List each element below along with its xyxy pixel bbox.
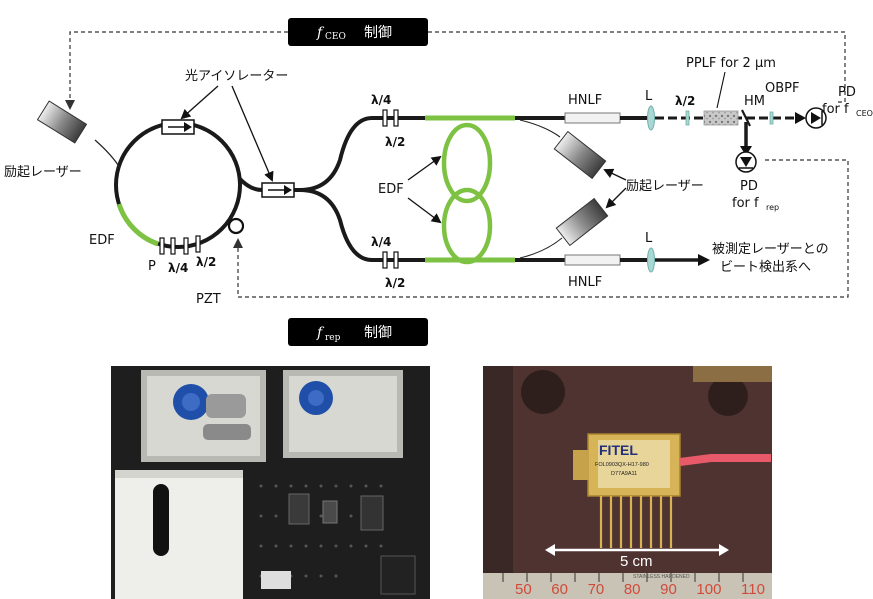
frep-control-label: 制御 bbox=[364, 325, 392, 341]
pd-rep-label: PD bbox=[740, 179, 758, 194]
ruler-number: 50 bbox=[515, 581, 532, 598]
hwp-top-icon bbox=[393, 109, 399, 127]
ring-waveplates bbox=[159, 235, 201, 255]
hnlf-bottom-label: HNLF bbox=[568, 275, 602, 290]
obpf-icon bbox=[769, 111, 774, 125]
output-label-1: 被測定レーザーとの bbox=[712, 242, 829, 257]
photo-apparatus bbox=[111, 366, 430, 599]
hnlf-bottom-icon bbox=[564, 254, 621, 266]
hwp-bottom-label: λ/2 bbox=[385, 276, 405, 290]
edf-ring-label: EDF bbox=[89, 233, 115, 248]
frep-control-box: f rep 制御 bbox=[288, 318, 428, 346]
ruler-numbers: 50 60 70 80 90 100 110 bbox=[515, 581, 765, 598]
pump-laser-left-label: 励起レーザー bbox=[4, 165, 82, 180]
pd-ceo-sub-label: CEO bbox=[856, 109, 873, 118]
ruler-number: 110 bbox=[741, 581, 765, 598]
pump-laser-left-icon bbox=[36, 100, 88, 144]
lens-top-label: L bbox=[645, 89, 653, 104]
frep-f: f bbox=[316, 325, 325, 341]
pplf-label: PPLF for 2 µm bbox=[686, 56, 776, 71]
pd-rep-sub-label: rep bbox=[766, 203, 779, 212]
obpf-label: OBPF bbox=[765, 81, 799, 96]
optical-frequency-comb-diagram: f CEO 制御 f rep 制御 光アイソレーター P λ/4 λ/ bbox=[4, 18, 873, 346]
frep-sub: rep bbox=[325, 333, 341, 343]
upper-beam-arrow bbox=[795, 112, 806, 124]
chip-serial: D77A9A11 bbox=[611, 471, 638, 477]
pd-ceo-for-label: for f bbox=[822, 102, 849, 117]
pump-right-top-fiber bbox=[519, 119, 561, 138]
ruler-number: 60 bbox=[551, 581, 568, 598]
isolator-ring-icon bbox=[161, 119, 195, 135]
upper-arm-fiber bbox=[299, 116, 425, 192]
hm-mirror-icon bbox=[741, 109, 751, 127]
frep-control-loop bbox=[237, 159, 849, 298]
lens-bottom-label: L bbox=[645, 231, 653, 246]
hm-reflected-arrow bbox=[740, 146, 752, 156]
fceo-sub: CEO bbox=[325, 32, 346, 42]
pump-left-fiber bbox=[94, 139, 121, 169]
frep-loop-arrow bbox=[233, 238, 243, 248]
fceo-f: f bbox=[316, 25, 325, 41]
photo-pump-module: FITEL FOL0903QX-H17-980 D77A9A11 STAINLE… bbox=[483, 366, 772, 599]
output-label-2: ビート検出系へ bbox=[720, 260, 811, 275]
qwp-top-icon bbox=[382, 109, 388, 127]
hwp-right-icon bbox=[685, 110, 690, 126]
lower-arm-fiber bbox=[299, 188, 425, 262]
hm-label: HM bbox=[744, 94, 765, 109]
ruler-number: 70 bbox=[587, 581, 605, 598]
hnlf-top-icon bbox=[564, 112, 621, 124]
pump-right-pointer-1 bbox=[603, 168, 627, 181]
ruler-text: STAINLESS HARDENED bbox=[633, 574, 690, 580]
isolator-label: 光アイソレーター bbox=[185, 69, 288, 84]
pplf-crystal-icon bbox=[703, 110, 739, 126]
polarizer-label: P bbox=[148, 259, 156, 274]
fceo-loop-arrow bbox=[65, 100, 75, 110]
ruler-number: 90 bbox=[660, 581, 677, 598]
pd-ceo-icon bbox=[805, 107, 827, 129]
hwp-right-label: λ/2 bbox=[675, 94, 695, 108]
pplf-pointer bbox=[716, 71, 726, 109]
edf-center-label: EDF bbox=[378, 182, 404, 197]
isolator-pointer-1 bbox=[180, 85, 219, 120]
fceo-control-label: 制御 bbox=[364, 25, 392, 41]
isolator-pointer-2 bbox=[231, 85, 274, 182]
pump-laser-right-bottom-icon bbox=[555, 197, 609, 247]
isolator-output-icon bbox=[261, 182, 295, 198]
hnlf-top-label: HNLF bbox=[568, 93, 602, 108]
chip-brand: FITEL bbox=[599, 442, 638, 458]
pzt-label: PZT bbox=[196, 292, 221, 307]
lens-top-icon bbox=[647, 105, 655, 131]
edf-pointer-1 bbox=[407, 155, 442, 181]
pump-right-bottom-fiber bbox=[519, 237, 563, 259]
pzt-icon bbox=[227, 217, 245, 235]
pd-ceo-label: PD bbox=[838, 85, 856, 100]
hwp-bottom-icon bbox=[393, 251, 399, 269]
pd-rep-icon bbox=[735, 151, 757, 173]
lens-bottom-icon bbox=[647, 247, 655, 273]
fceo-control-box: f CEO 制御 bbox=[288, 18, 428, 46]
pump-right-pointer-2 bbox=[605, 187, 627, 209]
qwp-top-label: λ/4 bbox=[371, 93, 391, 107]
pump-laser-right-label: 励起レーザー bbox=[626, 179, 704, 194]
lower-output-arrow bbox=[698, 254, 710, 266]
fceo-control-loop bbox=[69, 31, 846, 103]
hwp-ring-label: λ/2 bbox=[196, 255, 216, 269]
pump-laser-right-top-icon bbox=[553, 130, 607, 180]
edf-upper-coil bbox=[441, 122, 493, 204]
qwp-ring-label: λ/4 bbox=[168, 261, 188, 275]
qwp-bottom-label: λ/4 bbox=[371, 235, 391, 249]
ruler-number: 100 bbox=[696, 581, 722, 598]
scale-bar-label: 5 cm bbox=[620, 553, 653, 570]
pd-rep-for-label: for f bbox=[732, 196, 759, 211]
edf-lower-coil bbox=[441, 187, 493, 265]
chip-part-number: FOL0903QX-H17-980 bbox=[595, 462, 649, 468]
hwp-top-label: λ/2 bbox=[385, 135, 405, 149]
ring-edf-section bbox=[116, 203, 159, 247]
edf-pointer-2 bbox=[407, 197, 442, 224]
ruler-number: 80 bbox=[623, 581, 641, 598]
qwp-bottom-icon bbox=[382, 251, 388, 269]
